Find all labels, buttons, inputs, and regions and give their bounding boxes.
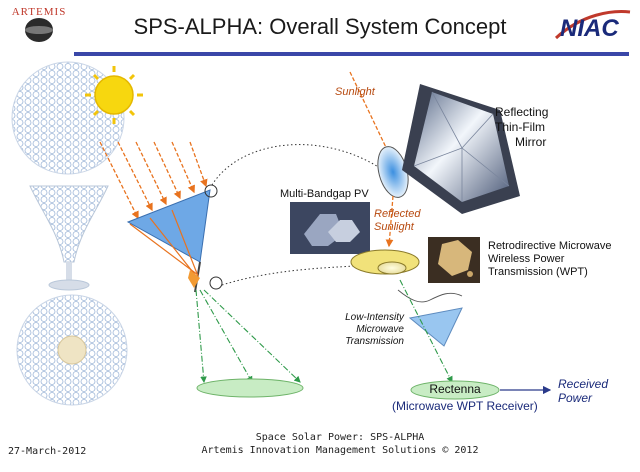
pv-photo (290, 202, 370, 254)
mirror-label: Reflecting Thin-Film Mirror (495, 105, 548, 150)
microwave-cone (408, 307, 463, 347)
connector-top (211, 144, 381, 186)
reflected-label-1: Reflected (374, 208, 421, 220)
focus-spark (188, 270, 200, 288)
artemis-logo-text: ARTEMIS (11, 6, 67, 18)
microwave-label-3: Transmission (345, 336, 404, 347)
wpt-label: Retrodirective Microwave Wireless Power … (488, 240, 611, 279)
rectenna-sub-label: (Microwave WPT Receiver) (392, 399, 538, 413)
reflected-ray (385, 195, 394, 248)
sunlight-ray (349, 71, 393, 162)
wpt-label-3: Transmission (WPT) (488, 266, 588, 278)
footer-date: 27-March-2012 (8, 446, 87, 457)
wpt-photo (428, 237, 480, 283)
pv-label: Multi-Bandgap PV (280, 188, 369, 200)
sun-icon (85, 66, 143, 124)
mirror-label-2: Thin-Film (495, 120, 545, 134)
wpt-label-2: Wireless Power (488, 253, 565, 265)
rectenna-ellipse (410, 380, 500, 400)
reflected-label: Reflected Sunlight (374, 208, 420, 234)
footer-line-1: Space Solar Power: SPS-ALPHA (255, 432, 425, 443)
mirror-label-1: Reflecting (495, 105, 549, 119)
transmission-squiggle (397, 289, 463, 303)
received-power-label: Received Power (558, 377, 608, 405)
niac-logo: NIAC (552, 8, 632, 44)
reflected-label-2: Sunlight (374, 221, 414, 233)
connector-bottom (221, 265, 356, 286)
thin-film-mirror (402, 84, 520, 214)
concentrator (126, 184, 223, 293)
array-bottom-view (16, 294, 128, 406)
received-power-label-1: Received (558, 377, 609, 391)
artemis-logo (8, 4, 70, 44)
title-divider (74, 52, 629, 56)
microwave-label-2: Microwave (356, 324, 404, 335)
received-power-label-2: Power (558, 391, 593, 405)
pv-receiver-disk (350, 249, 420, 275)
reflected-rays (129, 209, 199, 277)
beam-lines (195, 289, 301, 384)
niac-logo-text: NIAC (560, 15, 619, 42)
wpt-label-1: Retrodirective Microwave (488, 240, 612, 252)
mirror-label-3: Mirror (515, 135, 547, 149)
ground-receiver (196, 378, 304, 398)
microwave-label: Low-Intensity Microwave Transmission (336, 312, 404, 348)
footer-line-2: Artemis Innovation Management Solutions … (201, 445, 479, 456)
array-side-view (29, 185, 109, 291)
microwave-beam (399, 279, 453, 383)
rectenna-label: Rectenna (429, 382, 481, 396)
microwave-label-1: Low-Intensity (345, 312, 404, 323)
sun-rays (99, 141, 208, 220)
page-title: SPS-ALPHA: Overall System Concept (133, 14, 507, 39)
sunlight-label: Sunlight (335, 86, 375, 98)
